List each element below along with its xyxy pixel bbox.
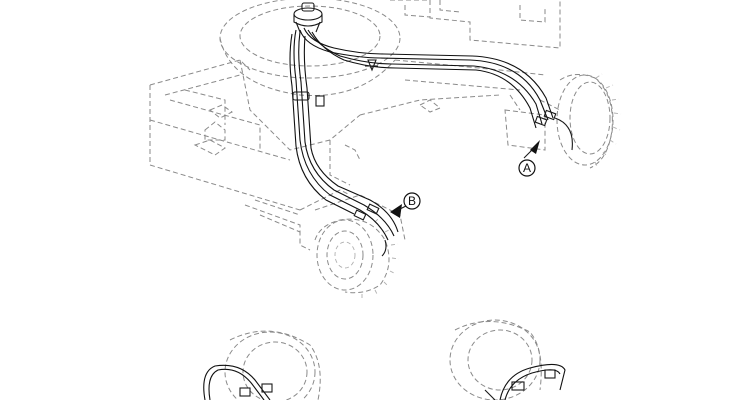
center-swivel-joint (293, 2, 323, 33)
right-travel-motor (504, 73, 622, 169)
detail-view-a (203, 330, 321, 400)
callout-a-label: A (523, 161, 531, 175)
left-travel-motor (314, 194, 406, 301)
callout-b: B (390, 192, 421, 218)
callout-a: A (518, 140, 540, 177)
hose-bundle (289, 27, 573, 257)
callout-b-label: B (408, 194, 416, 208)
callout-b-circle (403, 192, 421, 210)
detail-view-b (449, 319, 566, 400)
callout-a-circle (518, 159, 536, 177)
undercarriage-frame (149, 0, 561, 251)
